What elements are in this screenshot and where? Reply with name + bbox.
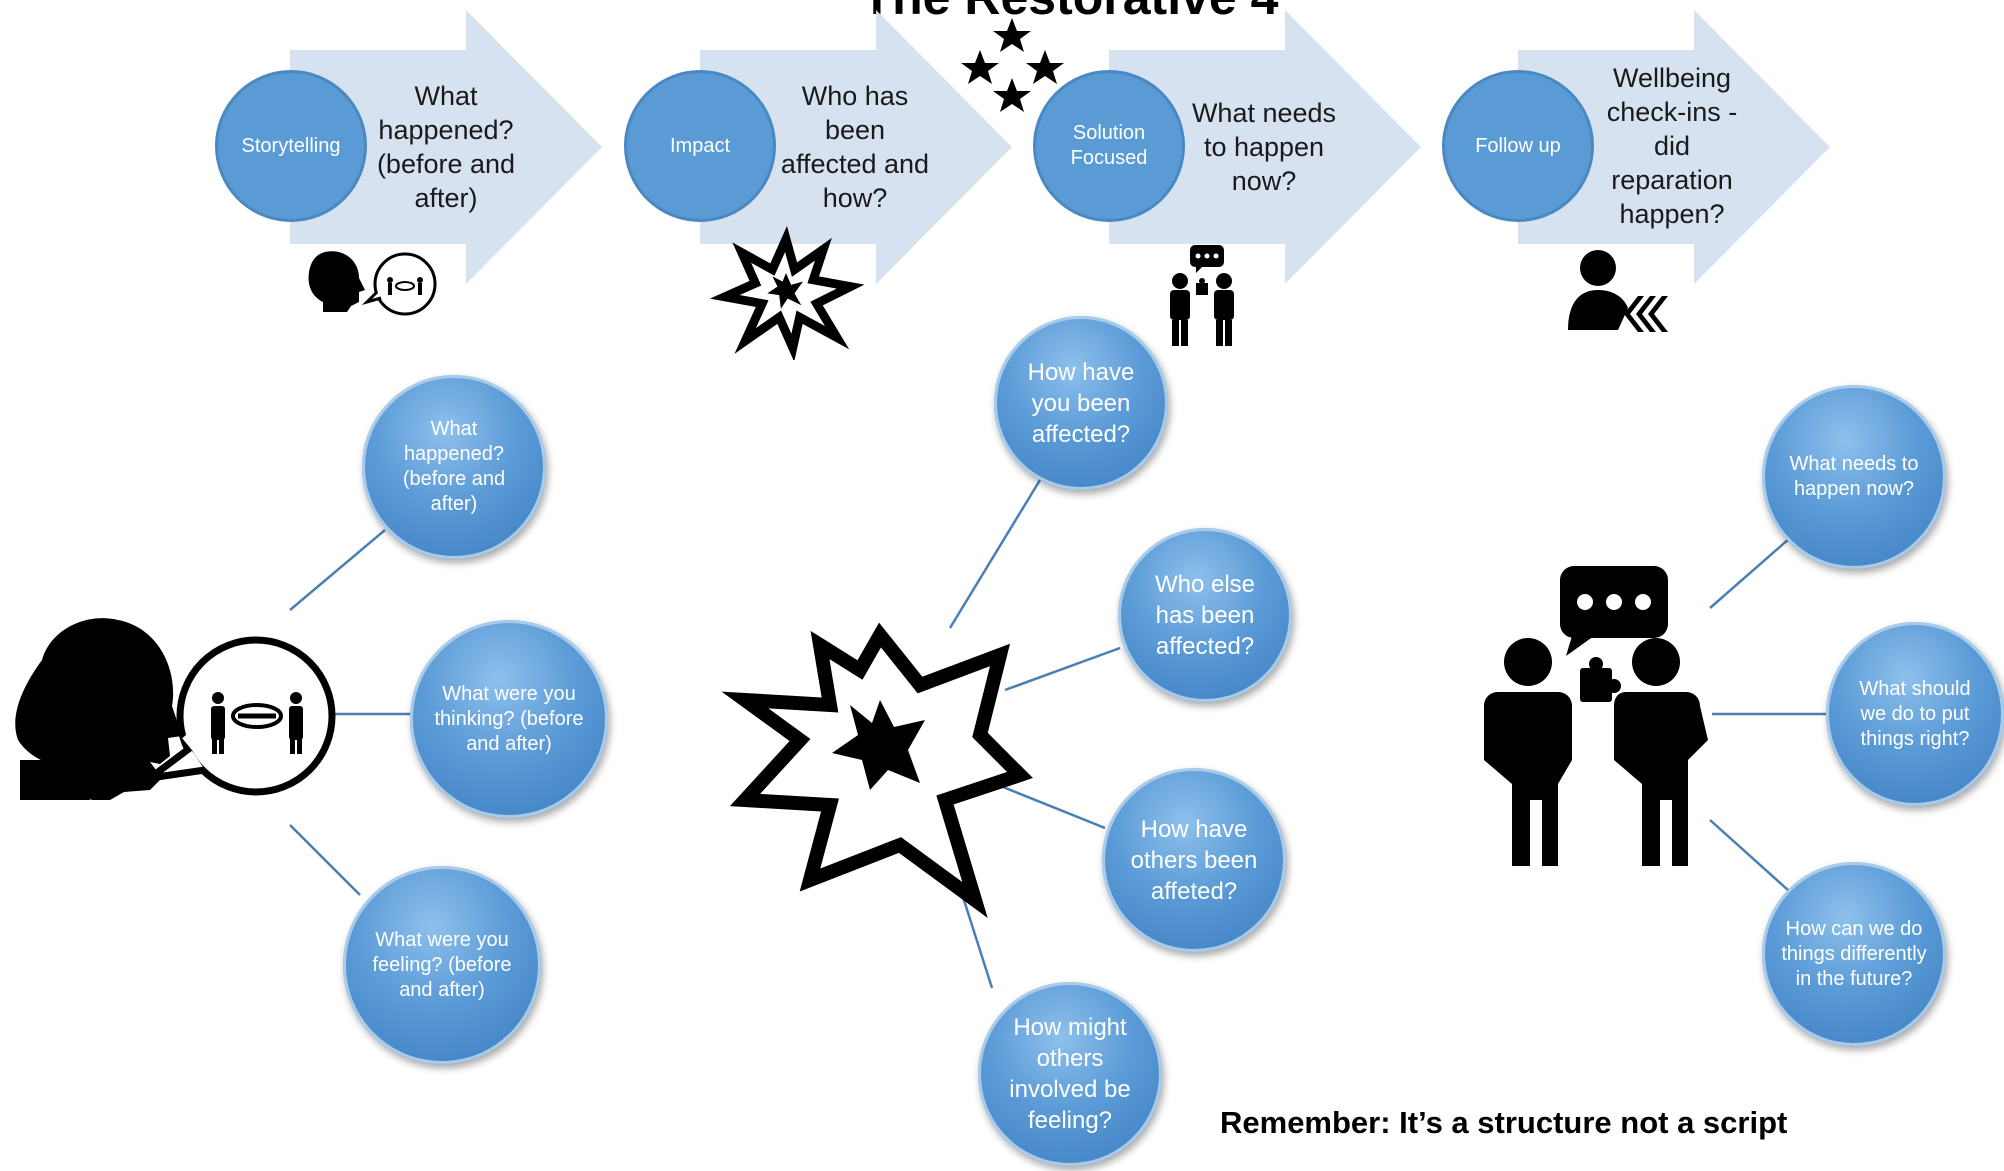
diagram-title: The Restorative 4 — [820, 0, 1320, 26]
stage-solution-focused: Solution Focused — [1033, 70, 1185, 222]
two-people-small-icon — [1170, 245, 1234, 346]
stage-storytelling: Storytelling — [215, 70, 367, 222]
stage-impact: Impact — [624, 70, 776, 222]
solution-question-1: What needs to happen now? — [1762, 385, 1946, 569]
footer-note: Remember: It’s a structure not a script — [1220, 1105, 1788, 1140]
two-people-puzzle-icon — [1484, 566, 1708, 866]
explosion-icon — [721, 622, 1033, 918]
stage-question-2: Who has been affected and how? — [780, 81, 930, 213]
speaking-head-small-icon — [308, 251, 437, 316]
solution-question-3: How can we do things differently in the … — [1762, 862, 1946, 1046]
stage-question-3: What needs to happen now? — [1191, 98, 1337, 196]
impact-question-3: How have others been affeted? — [1102, 768, 1286, 952]
explosion-small-icon — [709, 225, 865, 360]
speech-bubble-icon — [146, 636, 336, 796]
stage-question-1: What happened? (before and after) — [376, 81, 516, 213]
solution-question-2: What should we do to put things right? — [1826, 622, 2004, 806]
impact-question-1: How have you been affected? — [994, 316, 1168, 490]
impact-question-4: How might others involved be feeling? — [978, 982, 1162, 1166]
person-rewind-icon — [1568, 250, 1668, 332]
impact-question-2: Who else has been affected? — [1118, 528, 1292, 702]
storytelling-question-3: What were you feeling? (before and after… — [343, 866, 541, 1064]
stage-follow-up: Follow up — [1442, 70, 1594, 222]
storytelling-question-1: What happened? (before and after) — [362, 375, 546, 559]
stage-question-4: Wellbeing check-ins - did reparation hap… — [1606, 63, 1738, 229]
storytelling-question-2: What were you thinking? (before and afte… — [410, 620, 608, 818]
speaking-head-icon — [15, 618, 182, 800]
